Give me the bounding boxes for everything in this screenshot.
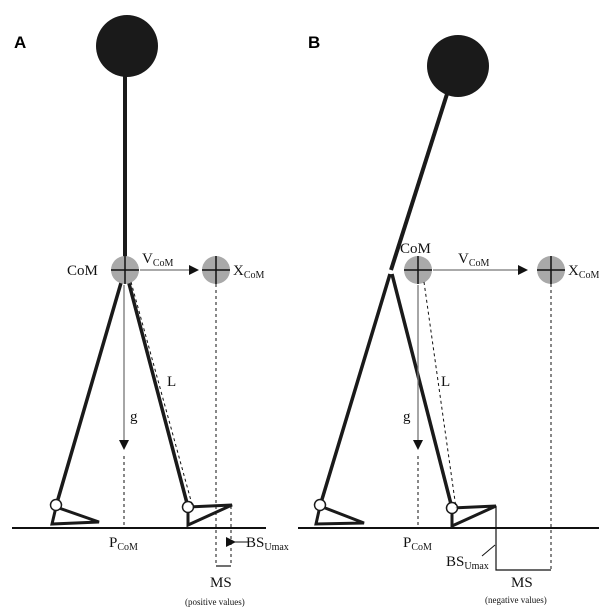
com-marker <box>111 256 139 284</box>
xcom-label: XCoM <box>568 263 599 281</box>
left-ankle-joint <box>49 498 63 512</box>
com-label: CoM <box>400 241 431 257</box>
right-leg <box>390 273 454 509</box>
vcom-label: VCoM <box>142 251 174 269</box>
L-label: L <box>441 374 450 390</box>
leg-length-line <box>423 281 457 509</box>
right-ankle-joint <box>445 501 459 515</box>
head <box>427 35 489 97</box>
left-leg <box>54 275 125 507</box>
g-label: g <box>403 409 411 425</box>
g-label: g <box>130 409 138 425</box>
right-ankle-joint <box>181 500 195 514</box>
right-foot <box>186 503 233 528</box>
head <box>96 15 158 77</box>
pcom-label: PCoM <box>109 535 138 553</box>
left-ankle-joint <box>313 498 327 512</box>
leg-length-line <box>130 281 194 509</box>
com-marker <box>404 256 432 284</box>
xcom-marker <box>537 256 565 284</box>
ms-note: (positive values) <box>185 597 245 607</box>
vcom-label: VCoM <box>458 251 490 269</box>
com-label: CoM <box>67 263 98 279</box>
left-foot <box>314 503 365 526</box>
L-label: L <box>167 374 176 390</box>
ms-bracket <box>495 506 551 571</box>
panel-a-letter: A <box>14 33 26 52</box>
right-foot <box>450 504 497 529</box>
pcom-label: PCoM <box>403 535 432 553</box>
ms-label: MS <box>210 575 232 591</box>
left-leg <box>318 273 392 507</box>
right-leg <box>125 275 190 508</box>
panel-b-letter: B <box>308 33 320 52</box>
ms-note: (negative values) <box>485 595 547 605</box>
panel-a: A CoM VCoM XCoM <box>12 15 289 607</box>
bsu-pointer <box>481 544 496 557</box>
ms-label: MS <box>511 575 533 591</box>
bsu-label: BSUmax <box>446 554 489 572</box>
left-foot <box>50 505 100 526</box>
xcom-marker <box>202 256 230 284</box>
xcom-label: XCoM <box>233 263 265 281</box>
trunk <box>389 93 449 271</box>
bsu-label: BSUmax <box>246 535 289 553</box>
panel-b: B CoM VCoM XCoM <box>298 33 599 605</box>
